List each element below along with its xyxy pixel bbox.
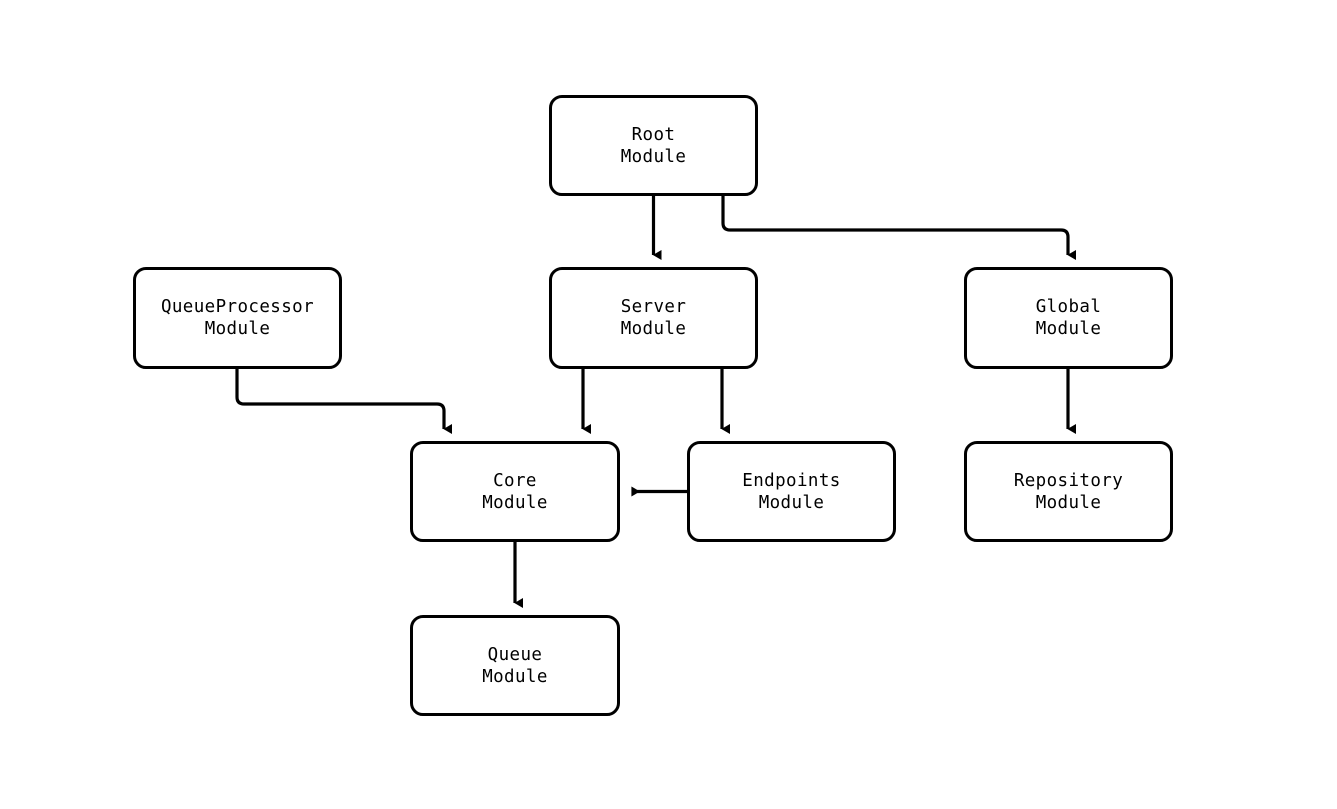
node-queue-module-label-line1: Queue [487,644,543,665]
node-root-module-label-line1: Root [631,124,676,145]
node-queue-module[interactable]: Queue Module [410,615,620,716]
node-endpoints-module-label-line1: Endpoints [742,470,841,491]
node-global-module-label-line2: Module [1035,319,1102,339]
node-root-module-label-line2: Module [620,146,687,167]
node-server-module[interactable]: Server Module [549,267,758,369]
node-core-module-label-line1: Core [493,470,537,491]
node-server-module-label-line1: Server [620,297,687,317]
node-queueprocessor-module[interactable]: QueueProcessor Module [133,267,342,369]
node-repository-module[interactable]: Repository Module [964,441,1173,542]
node-endpoints-module-label-line2: Module [758,492,825,513]
node-repository-module-label-line2: Module [1035,492,1102,513]
node-core-module-label-line2: Module [482,492,548,513]
node-global-module[interactable]: Global Module [964,267,1173,369]
node-repository-module-label-line1: Repository [1013,470,1124,491]
node-queueprocessor-module-label-line2: Module [204,319,271,339]
edge-queueprocessor-to-core [235,369,453,435]
node-root-module[interactable]: Root Module [549,95,758,196]
node-queue-module-label-line2: Module [482,666,548,687]
node-endpoints-module[interactable]: Endpoints Module [687,441,896,542]
node-global-module-label-line1: Global [1035,297,1102,317]
node-queueprocessor-module-label-line1: QueueProcessor [160,297,315,317]
node-core-module[interactable]: Core Module [410,441,620,542]
node-server-module-label-line2: Module [620,319,687,339]
edge-root-to-global [721,196,1077,261]
